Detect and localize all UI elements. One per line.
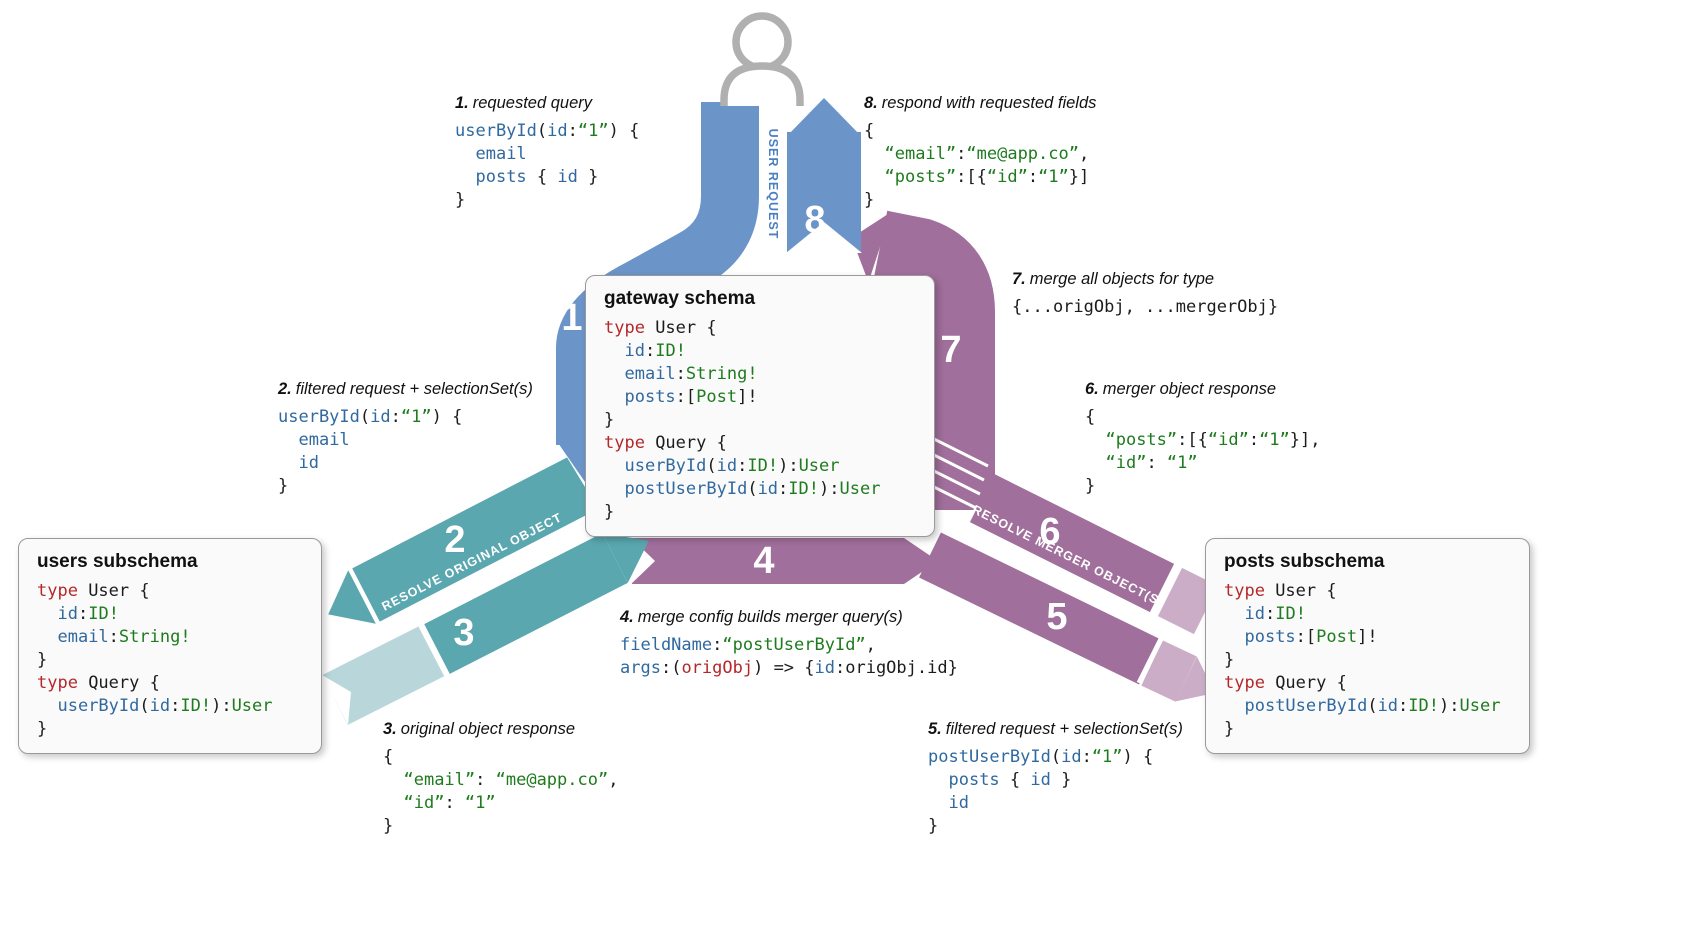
merger-band-5 [919,532,1161,685]
step-number-2: 2 [444,519,466,561]
annotation-step-8: 8.respond with requested fields { “email… [864,94,1096,212]
step-number-7: 7 [940,329,962,371]
original-band-3 [424,533,628,674]
merger-band-5-chevron-separator [1136,637,1164,685]
merger-band-6-chevron-separator [1150,561,1182,619]
annotation-step-7: 7.merge all objects for type {...origObj… [1012,270,1278,319]
annotation-step-4-label: 4.merge config builds merger query(s) [620,608,903,626]
original-band-3-light-tail [322,626,445,725]
step-number-4: 4 [753,540,775,582]
merger-band-7 [872,210,995,510]
posts-subschema-box: posts subschema type User { id:ID! posts… [1205,538,1530,754]
response-up-arrowhead [787,98,861,136]
original-band-3-arrowhead [602,533,649,583]
merger-band-5-light-head [1141,640,1197,702]
step-number-5: 5 [1046,596,1068,638]
merger-band-5-arrowhead [1175,656,1215,702]
annotation-step-6-label: 6.merger object response [1085,380,1277,398]
annotation-step-1: 1.requested query userById(id:“1”) { ema… [455,94,639,212]
annotation-step-6: 6.merger object response { “posts”:[{“id… [1085,380,1321,498]
user-icon [707,4,817,108]
annotation-step-1-label: 1.requested query [455,94,593,112]
response-up-tail-notch [786,222,862,253]
gateway-schema-box: gateway schema type User { id:ID! email:… [585,275,935,537]
user-request-band-label: USER REQUEST [766,128,780,240]
original-band-2 [352,441,626,622]
posts-subschema-code: type User { id:ID! posts:[Post]!}type Qu… [1224,581,1501,739]
step-number-6: 6 [1039,511,1061,553]
annotation-step-3-code: { “email”: “me@app.co”, “id”: “1”} [383,747,619,836]
annotation-step-5-label: 5.filtered request + selectionSet(s) [928,720,1183,738]
annotation-step-3: 3.original object response { “email”: “m… [383,720,618,838]
person-icon [720,12,804,106]
annotation-step-5-code: postUserById(id:“1”) { posts { id } id} [928,747,1154,836]
posts-subschema-title: posts subschema [1224,551,1385,572]
user-request-strip [759,100,787,258]
step-number-8: 8 [804,199,826,241]
annotation-step-4-code: fieldName:“postUserById”,args:(origObj) … [620,635,958,678]
merger-band-7-arrowhead [851,211,892,283]
users-subschema-box: users subschema type User { id:ID! email… [18,538,322,754]
step-number-1: 1 [561,297,583,339]
annotation-step-2-code: userById(id:“1”) { email id} [278,407,463,496]
annotation-step-8-label: 8.respond with requested fields [864,94,1097,112]
merger-band-6-light-tail [1157,567,1219,635]
original-band-2-arrowhead [328,570,376,624]
merger-band-4-arrowhead [904,538,938,584]
users-subschema-code: type User { id:ID! email:String!}type Qu… [37,581,273,739]
annotation-step-4: 4.merge config builds merger query(s) fi… [620,608,958,680]
original-band-3-chevron-separator [417,621,451,679]
annotation-step-5: 5.filtered request + selectionSet(s) pos… [928,720,1183,838]
merger-band-6 [969,473,1175,613]
annotation-step-7-code: {...origObj, ...mergerObj} [1012,297,1279,317]
step-number-3: 3 [453,612,475,654]
annotation-step-2-label: 2.filtered request + selectionSet(s) [278,380,533,398]
annotation-step-2: 2.filtered request + selectionSet(s) use… [278,380,533,498]
annotation-step-3-label: 3.original object response [383,720,576,738]
annotation-step-6-code: { “posts”:[{“id”:“1”}], “id”: “1”} [1085,407,1321,496]
gateway-schema-title: gateway schema [604,288,756,309]
gateway-schema-code: type User { id:ID! email:String! posts:[… [604,318,881,522]
annotation-step-8-code: { “email”:“me@app.co”, “posts”:[{“id”:“1… [864,121,1090,210]
original-band-3-tail-notch [322,675,351,725]
users-subschema-title: users subschema [37,551,198,572]
annotation-step-7-label: 7.merge all objects for type [1012,270,1215,288]
annotation-step-1-code: userById(id:“1”) { email posts { id }} [455,121,640,210]
